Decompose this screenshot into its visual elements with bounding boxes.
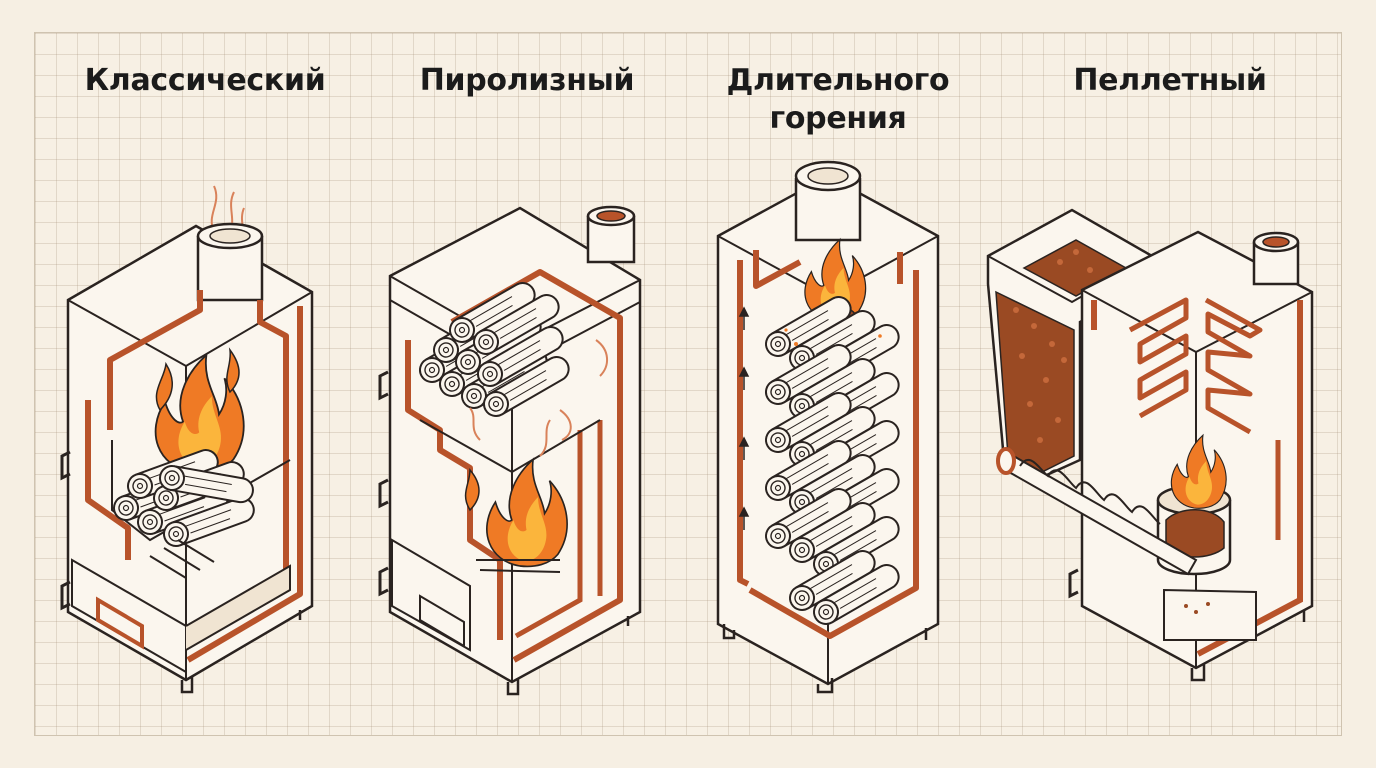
boiler-classic bbox=[60, 185, 314, 694]
boiler-pellet bbox=[986, 208, 1314, 682]
title-classic-line-1: Классический bbox=[84, 63, 326, 98]
boiler-long-burning bbox=[716, 160, 940, 694]
title-pellet-line-1: Пеллетный bbox=[1073, 63, 1267, 98]
door-handle-icon bbox=[1068, 568, 1080, 598]
chimney-icon bbox=[1252, 231, 1300, 286]
title-long-burning: Длительного горения bbox=[688, 62, 988, 138]
title-pellet: Пеллетный bbox=[1020, 62, 1320, 100]
title-pyrolysis-line-1: Пиролизный bbox=[419, 63, 635, 98]
title-long-burning-line-2: горения bbox=[769, 101, 907, 136]
auger-icon bbox=[996, 447, 1198, 576]
chimney-icon bbox=[196, 222, 264, 302]
boiler-pyrolysis bbox=[378, 205, 642, 696]
door-handle-icon bbox=[378, 370, 390, 400]
title-long-burning-line-1: Длительного bbox=[726, 63, 950, 98]
title-pyrolysis: Пиролизный bbox=[377, 62, 677, 100]
title-classic: Классический bbox=[55, 62, 355, 100]
chimney-icon bbox=[586, 205, 636, 264]
chimney-icon bbox=[794, 160, 862, 242]
